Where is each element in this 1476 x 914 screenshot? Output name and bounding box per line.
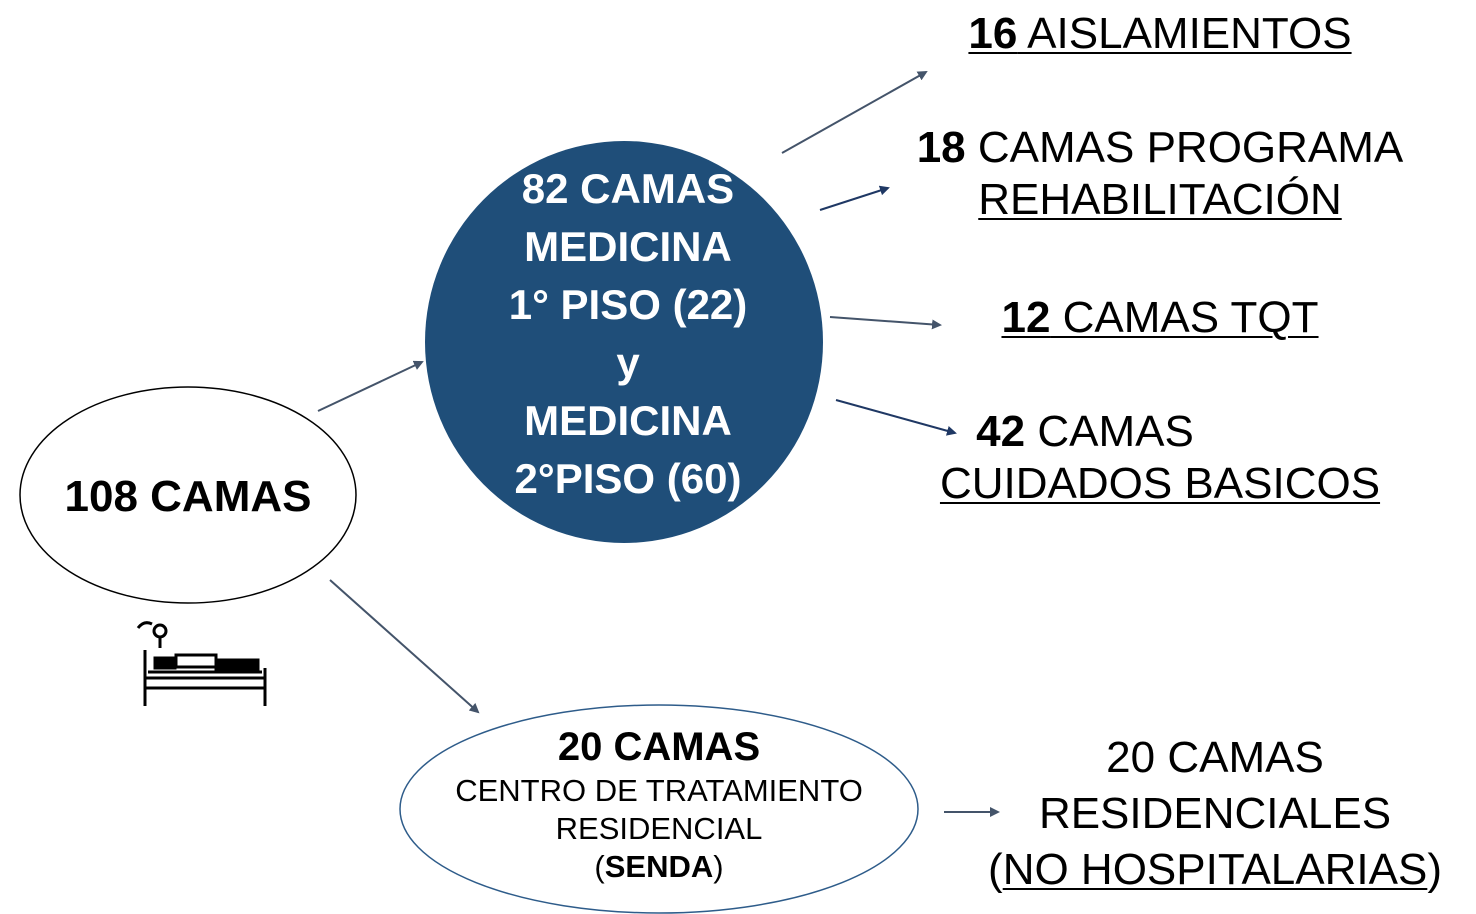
rehab-line1: CAMAS PROGRAMA [965, 123, 1404, 172]
output-residenciales: 20 CAMAS RESIDENCIALES (NO HOSPITALARIAS… [960, 730, 1470, 898]
arrow-to-aislamientos [781, 71, 928, 154]
output-tqt: 12 CAMAS TQT [940, 292, 1380, 344]
residenciales-underlined: NO HOSPITALARIAS [1002, 845, 1428, 894]
senda-line-2: CENTRO DE TRATAMIENTO [455, 773, 863, 808]
output-basicos: 42 CAMAS CUIDADOS BASICOS [900, 406, 1420, 510]
arrow-to-tqt [829, 316, 942, 330]
rehab-number: 18 [916, 123, 966, 172]
senda-node-shape [399, 704, 919, 914]
medicina-line-3: 1° PISO (22) [508, 281, 748, 328]
medicina-line-2: MEDICINA [524, 223, 732, 270]
output-rehab: 18 CAMAS PROGRAMA REHABILITACIÓN [880, 122, 1440, 226]
residenciales-line1: 20 CAMAS [1106, 733, 1324, 782]
root-node-shape [19, 386, 357, 604]
medicina-line-4: y [616, 339, 640, 386]
basicos-number: 42 [976, 407, 1026, 456]
tqt-number: 12 [1001, 293, 1051, 342]
arrow-to-basicos [835, 399, 957, 436]
medicina-line-5: MEDICINA [524, 397, 732, 444]
senda-line-3: RESIDENCIAL [555, 811, 763, 846]
rehab-line2: REHABILITACIÓN [978, 175, 1342, 224]
root-node: 108 CAMAS [20, 470, 356, 524]
basicos-line1: CAMAS [1025, 407, 1194, 456]
hospital-bed-icon [136, 621, 267, 706]
residenciales-line3: (NO HOSPITALARIAS) [988, 845, 1442, 894]
aislamientos-number: 16 [968, 9, 1018, 58]
tqt-text: CAMAS TQT [1050, 293, 1319, 342]
senda-bold: SENDA [604, 849, 714, 884]
medicina-line-1: 82 CAMAS [521, 165, 735, 212]
residenciales-line2: RESIDENCIALES [1038, 789, 1392, 838]
arrow-root-to-senda [329, 579, 480, 714]
root-label: 108 CAMAS [64, 472, 312, 521]
aislamientos-text: AISLAMIENTOS [1017, 9, 1352, 58]
senda-line-4: (SENDA) [594, 849, 724, 884]
medicina-node: 82 CAMAS MEDICINA 1° PISO (22) y MEDICIN… [440, 160, 816, 508]
medicina-line-6: 2°PISO (60) [514, 455, 742, 502]
output-aislamientos: 16 AISLAMIENTOS [920, 8, 1400, 60]
medicina-node-shape [425, 141, 823, 543]
basicos-line2: CUIDADOS BASICOS [939, 459, 1381, 508]
arrow-root-to-medicina [317, 360, 424, 412]
senda-line-1: 20 CAMAS [557, 725, 761, 769]
arrow-to-rehab [819, 185, 890, 211]
senda-node: 20 CAMAS CENTRO DE TRATAMIENTO RESIDENCI… [400, 722, 918, 886]
